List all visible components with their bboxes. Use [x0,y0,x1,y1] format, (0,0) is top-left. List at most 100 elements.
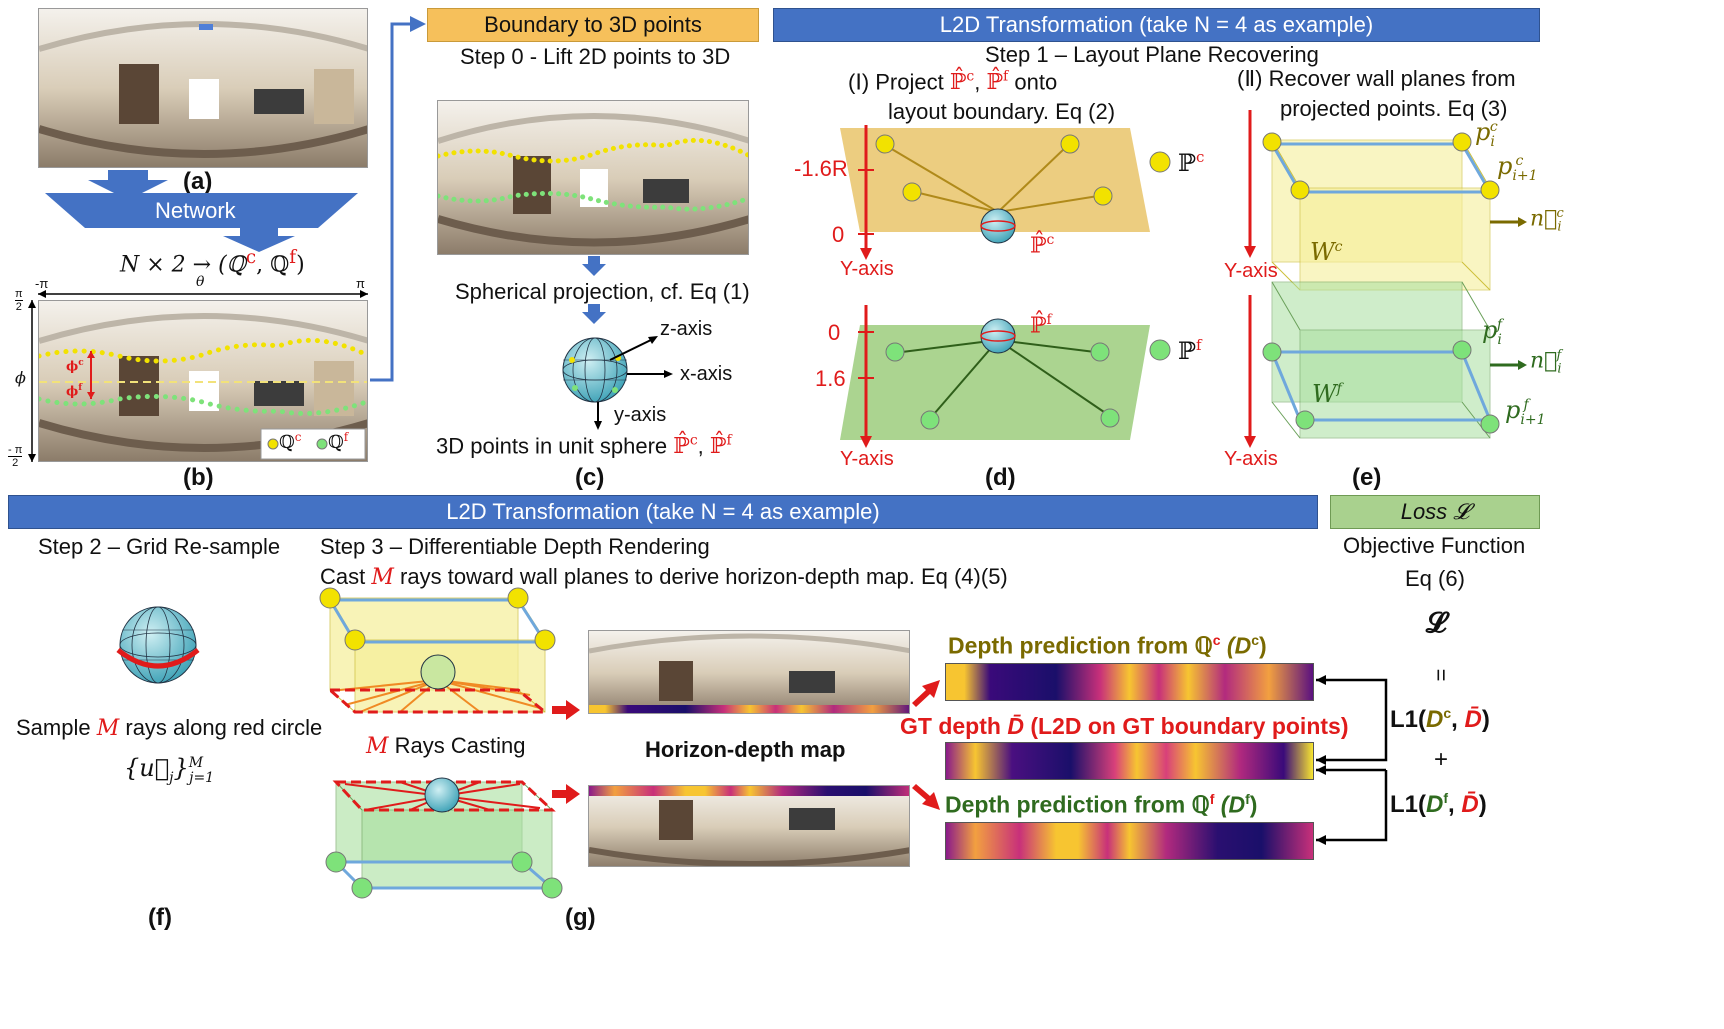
ray-set-j1: j=1 [189,769,215,786]
ray-set-j: j [169,769,174,786]
sample-m: M [96,716,120,741]
project-text-1a: (Ⅰ) Project [848,69,944,95]
l1c-open: L1( [1390,706,1426,733]
wf-sup: f [1336,381,1342,397]
phi-axis-label: ϕ [15,368,26,387]
pif-p: p [1482,316,1498,344]
loss-eqsign: = [1428,668,1454,682]
pi-half-top-num: π [15,288,23,300]
neg-pi-label: -π [35,276,49,291]
ray-set-open: {u⃗ [124,754,170,782]
phi-c-sym: ϕ [66,359,79,375]
yaxis-top-label: Y-axis [840,258,894,280]
pi1f-sup: f [1523,397,1529,413]
depth-c-text: Depth prediction from ℚ [948,632,1213,659]
zero-top-label: 0 [832,222,845,247]
panorama-a-art [39,9,367,167]
horizon-pano-bottom [588,785,910,867]
depth-bar-f [945,822,1314,860]
legend-qf: ℚf [328,430,348,453]
legend-pc-sup: c [1196,148,1205,166]
pi1f-sub: i+1 [1520,411,1546,428]
legend-pf: ℙf [1178,336,1202,365]
floor-box [1262,281,1527,439]
l1f-comma: , [1448,791,1455,818]
depth-bar-f-art [946,823,1313,859]
step2-title: Step 2 – Grid Re-sample [38,534,281,559]
depth-c-d: (D [1226,632,1252,659]
project-phat-f-sym: ℙ̂ [986,70,1004,96]
eq6-label: Eq (6) [1405,566,1465,591]
pi1f-label: pi+1f [1505,396,1546,428]
panorama-b-art [39,301,367,461]
pi1c-sub: i+1 [1512,167,1538,184]
grid-sphere-f [116,606,200,684]
p-hat-c-sup: c [689,433,698,449]
sample-text: Sample M rays along red circle [16,715,322,741]
label-a: (a) [183,168,213,195]
panorama-c-art [438,101,748,254]
pif-sub: i [1497,331,1502,348]
ray-set-close: } [173,754,189,782]
pi1f-p: p [1505,396,1521,424]
horizon-pano-top-art [589,631,909,713]
p-hat-c-sym: ℙ̂ [673,434,690,460]
network-label: Network [155,198,236,223]
yaxis-bottom-label: Y-axis [840,448,894,470]
project-text-1: (Ⅰ) Project ℙ̂c, ℙ̂f onto [848,69,1057,95]
depth-c-label: Depth prediction from ℚc (Dc) [948,632,1267,660]
phat-c-d-sym: ℙ̂ [1030,233,1047,259]
step0-title: Step 0 - Lift 2D points to 3D [460,44,731,69]
phi-c-sup: c [78,358,84,368]
p-hat-f: ℙ̂f [710,433,732,459]
nx2-end: ) [296,252,305,278]
pi1c-label: pi+1c [1497,152,1538,184]
legend-qf-sym: ℚ [328,432,344,453]
cast-text-a: Cast [320,564,366,589]
depth-bar-gt-art [946,743,1313,779]
step1-title: Step 1 – Layout Plane Recovering [985,42,1319,67]
one6-label: 1.6 [815,366,846,391]
floor-plane [840,325,1150,440]
nif-label: n⃗if [1530,348,1562,377]
project-phat-f: ℙ̂f [986,69,1009,96]
gt-depth-rest: (L2D on GT boundary points) [1030,713,1349,739]
step3-title: Step 3 – Differentiable Depth Rendering [320,534,710,559]
panorama-c [437,100,749,255]
phi-f-sup: f [78,383,83,393]
boundary-banner: Boundary to 3D points [427,8,759,42]
l1f-df-sup: f [1443,790,1449,806]
depth-bar-c [945,663,1314,701]
nic-n: n⃗ [1530,206,1558,232]
wc-label: Wc [1310,238,1343,266]
phat-f-d-sup: f [1046,312,1052,328]
gt-depth-text: GT depth [900,713,1001,739]
legend-pf-sup: f [1196,336,1202,354]
unit-sphere-caption: 3D points in unit sphere [436,433,668,459]
sample-text-a: Sample [16,715,91,740]
sample-text-b: rays along red circle [125,715,323,740]
nic-sub: i [1557,219,1562,235]
depth-f-text: Depth prediction from ℚ [945,791,1210,818]
phi-f-sym: ϕ [66,384,79,400]
nif-sup: f [1556,348,1562,363]
ray-set-m: M [188,755,204,771]
label-b: (b) [183,464,214,491]
depth-bar-c-art [946,664,1313,700]
label-f: (f) [148,904,172,931]
phat-f-d: ℙ̂f [1030,312,1052,338]
legend-qc: ℚc [279,430,301,453]
nif-n: n⃗ [1530,348,1558,374]
p-hat-c: ℙ̂c [673,433,698,460]
l2d-banner-top: L2D Transformation (take N = 4 as exampl… [773,8,1540,42]
phi-f-label: ϕf [66,383,82,399]
depth-bar-gt [945,742,1314,780]
project-text-2: layout boundary. Eq (2) [888,99,1116,124]
wf-w: W [1312,380,1337,408]
pi-half-top: π 2 [15,288,23,313]
project-sep: , [974,69,981,95]
loss-plus: + [1434,746,1449,773]
objective-label: Objective Function [1343,533,1526,558]
wc-w: W [1310,238,1335,266]
horizon-pano-bottom-art [589,786,909,866]
